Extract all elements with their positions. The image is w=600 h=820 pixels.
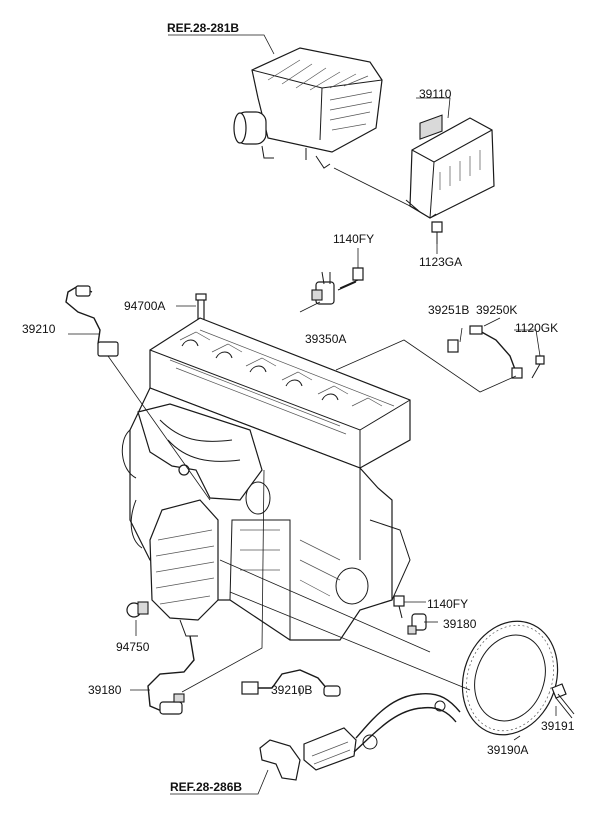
label-39180-left: 39180 (88, 683, 122, 697)
label-39350A: 39350A (305, 332, 346, 346)
label-39180-right: 39180 (443, 617, 477, 631)
label-94750: 94750 (116, 640, 150, 654)
cam-sensor-39350A (311, 271, 335, 305)
leader-lines (68, 34, 557, 795)
label-39110: 39110 (419, 87, 452, 101)
label-1120GK: 1120GK (515, 321, 558, 335)
label-39250K: 39250K (476, 303, 517, 317)
flywheel-ring-39190A (461, 620, 559, 736)
label-39191: 39191 (541, 719, 575, 733)
bolt-1140FY-top (337, 267, 364, 291)
air-cleaner-housing (233, 47, 383, 169)
label-39210B: 39210B (271, 683, 312, 697)
label-94700A: 94700A (124, 299, 165, 313)
ref-label-top: REF.28-281B (167, 21, 239, 35)
bolt-1123GA (431, 221, 443, 244)
part-labels: REF.28-281B 39110 1123GA 1140FY 94700A 3… (22, 21, 575, 794)
oxygen-sensor-39210B (241, 669, 341, 697)
oxygen-sensor-39180-left (147, 635, 195, 715)
label-1140FY-bottom: 1140FY (427, 597, 468, 611)
harness-39250K (447, 325, 545, 379)
knock-sensor-94750 (126, 601, 149, 618)
exhaust-manifold (137, 403, 263, 637)
sensor-39180-right (407, 613, 427, 635)
bolt-1140FY-bottom (393, 595, 405, 619)
label-1140FY-top: 1140FY (333, 232, 374, 246)
label-1123GA: 1123GA (419, 255, 462, 269)
ecu-module-39110 (405, 114, 495, 219)
label-39210: 39210 (22, 322, 56, 336)
label-39190A: 39190A (487, 743, 528, 757)
front-exhaust-pipe (259, 693, 461, 781)
ref-label-bottom: REF.28-286B (170, 780, 242, 794)
bolt-39191 (551, 683, 575, 719)
oxygen-sensor-39210 (65, 285, 119, 357)
label-39251B: 39251B (428, 303, 469, 317)
